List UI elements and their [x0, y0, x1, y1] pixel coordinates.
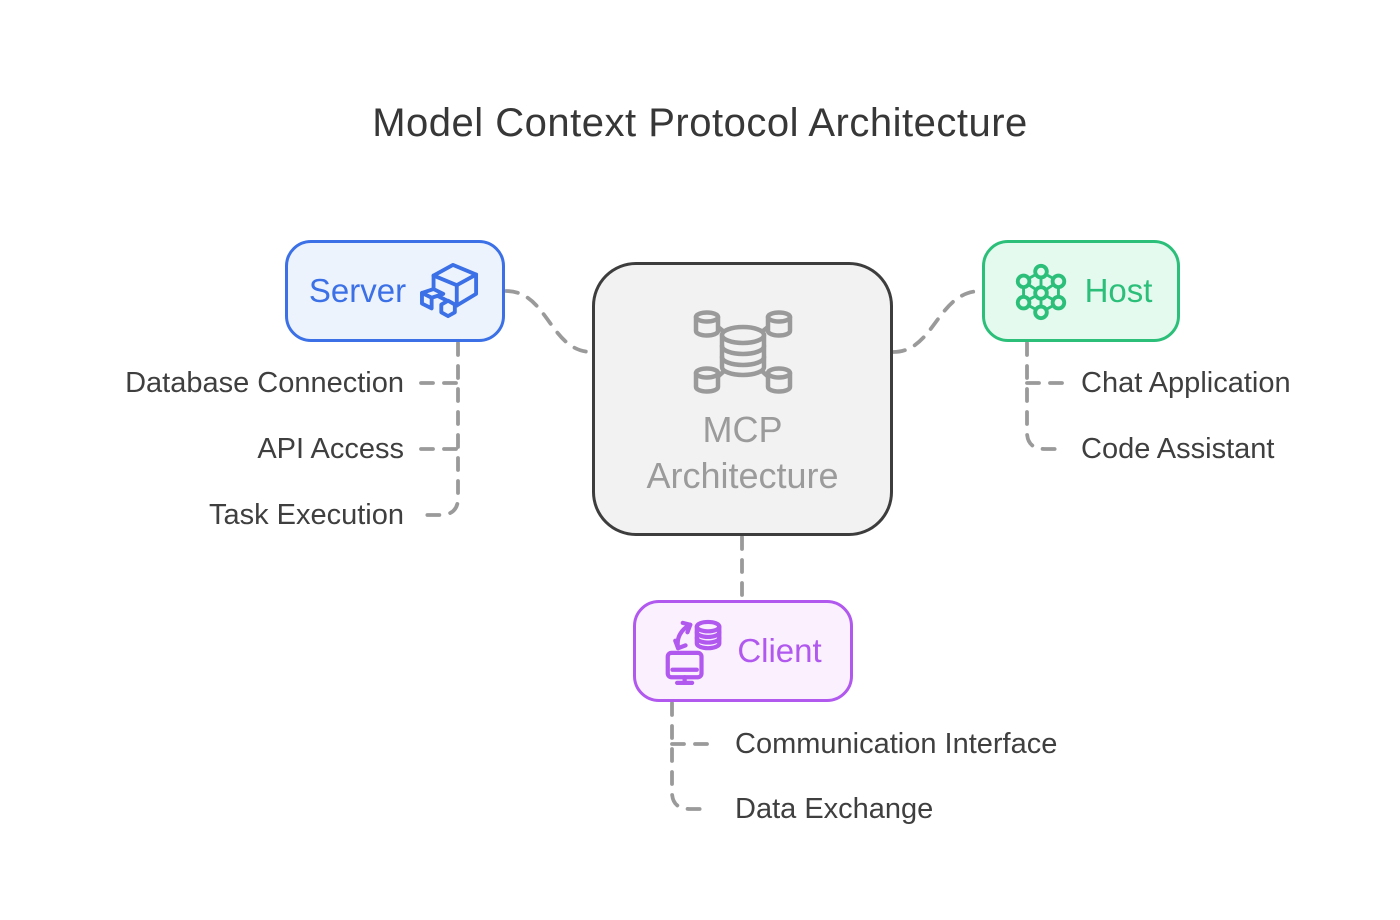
network-nodes-icon	[1015, 263, 1066, 321]
client-child-communication-interface: Communication Interface	[735, 728, 1058, 760]
host-child-chat-application: Chat Application	[1081, 367, 1291, 399]
client-node: Client	[633, 600, 853, 702]
server-child-database-connection: Database Connection	[125, 367, 404, 399]
client-child-data-exchange: Data Exchange	[735, 793, 934, 825]
mcp-center-title-line1: MCP	[702, 409, 783, 450]
server-child-task-execution: Task Execution	[208, 499, 404, 531]
connector-server-to-center	[504, 289, 594, 354]
diagram-title: Model Context Protocol Architecture	[372, 101, 1028, 145]
connector-host-trunk	[1025, 341, 1065, 451]
host-child-code-assistant: Code Assistant	[1081, 433, 1275, 465]
server-node: Server	[285, 240, 505, 342]
distributed-database-icon	[693, 310, 792, 394]
connector-server-trunk	[419, 341, 460, 517]
mcp-center-title: MCP Architecture	[646, 407, 838, 499]
server-node-label: Server	[308, 272, 407, 309]
client-node-label: Client	[737, 632, 822, 669]
connector-client-trunk	[670, 701, 709, 811]
connector-center-to-host	[891, 289, 983, 354]
host-node-label: Host	[1084, 272, 1153, 309]
host-node: Host	[982, 240, 1180, 342]
data-sync-monitor-icon	[665, 619, 722, 685]
packages-cube-icon	[420, 262, 479, 319]
server-child-api-access: API Access	[257, 433, 404, 465]
mcp-center-title-line2: Architecture	[646, 455, 839, 496]
mcp-center-node: MCP Architecture	[592, 262, 893, 536]
